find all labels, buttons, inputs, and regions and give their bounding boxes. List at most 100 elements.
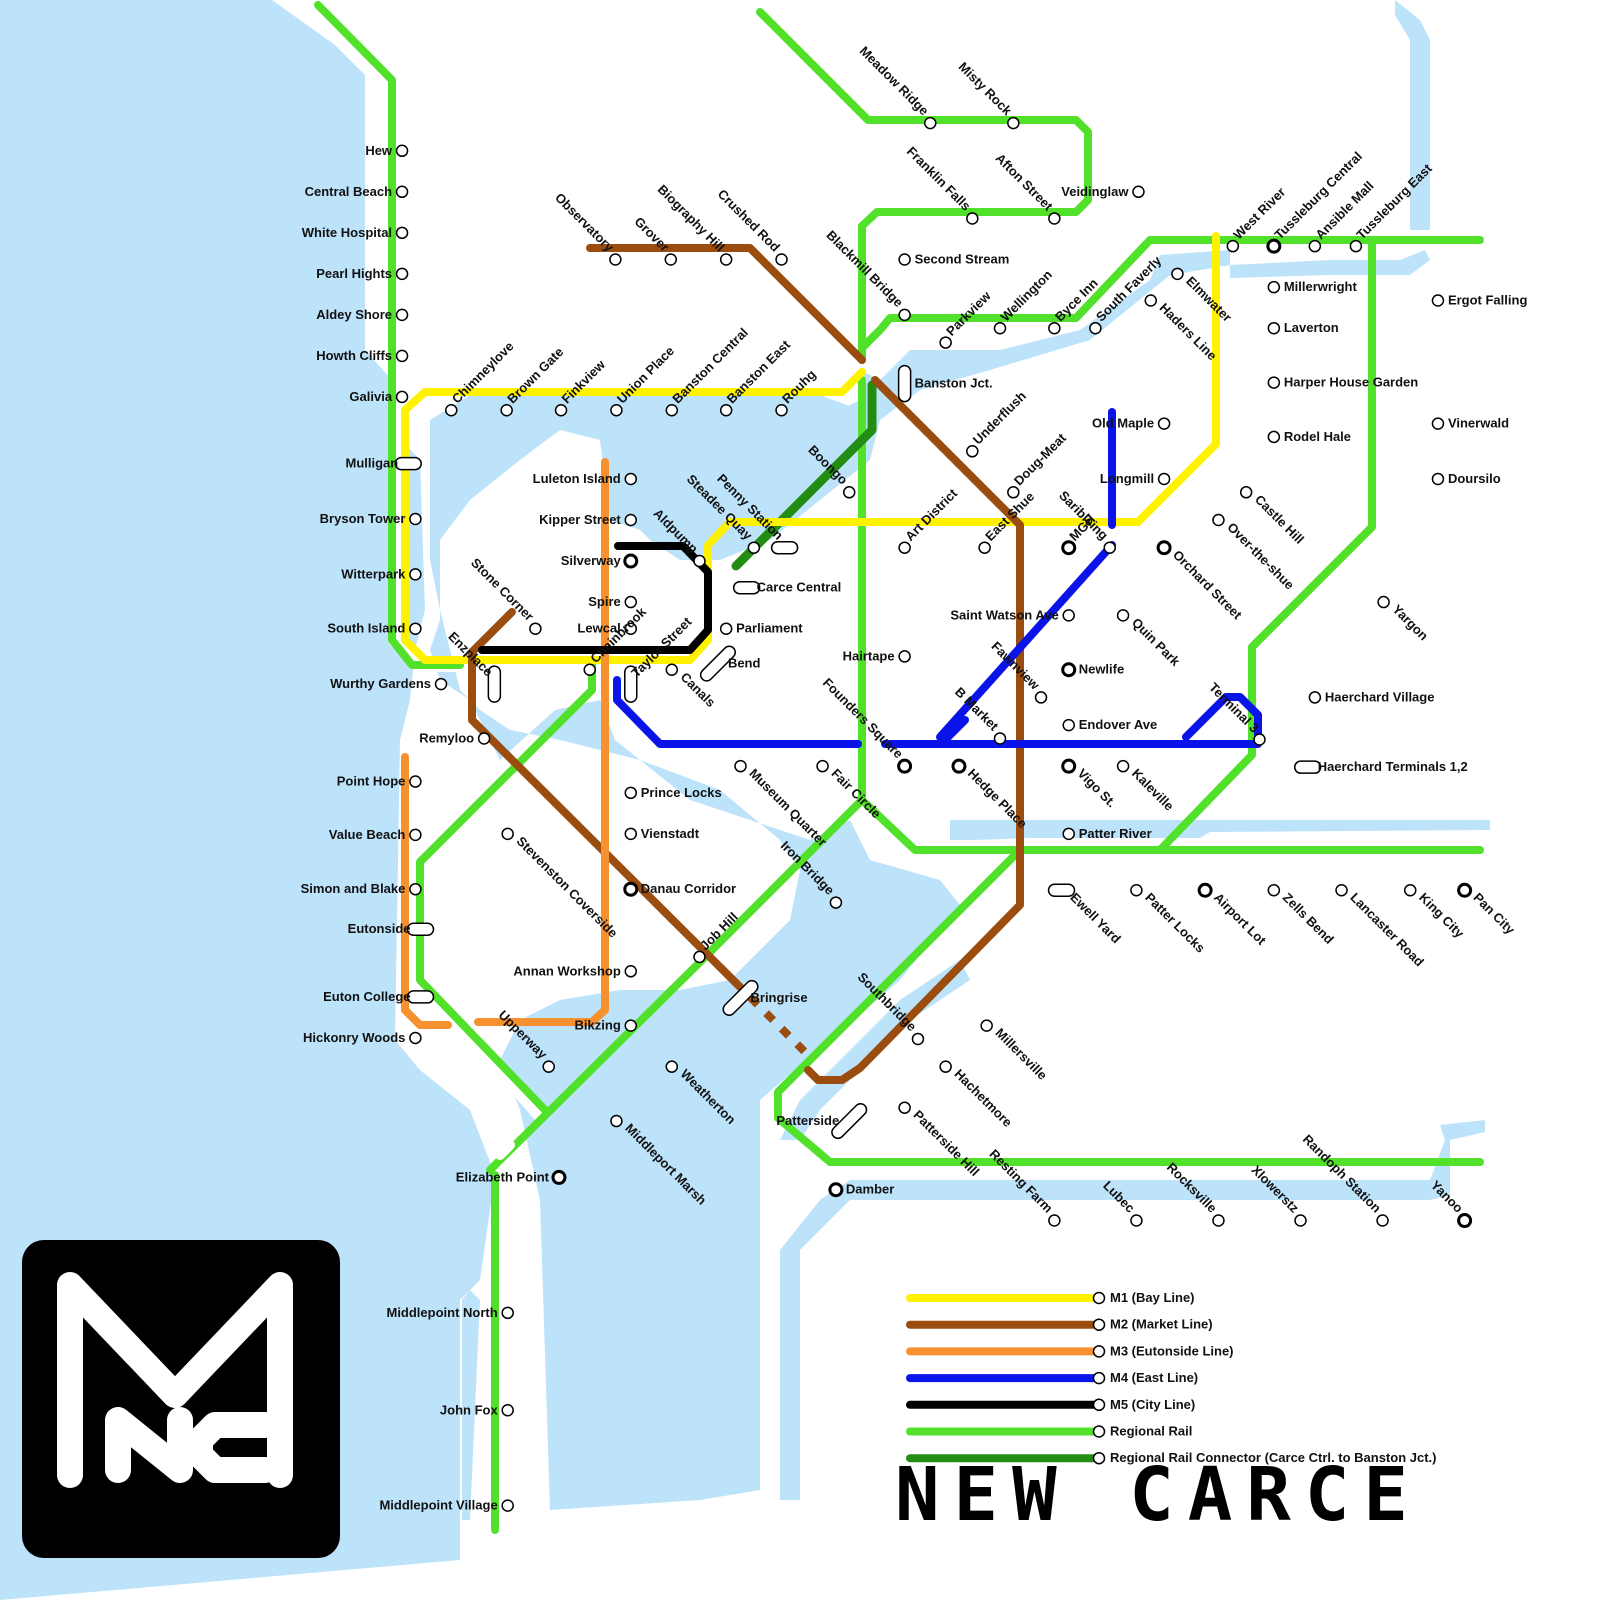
station-endover-ave[interactable] xyxy=(1062,718,1075,732)
station-value-beach[interactable] xyxy=(409,828,422,842)
station-haerchard-village[interactable] xyxy=(1308,691,1322,704)
station-patterside-hill[interactable] xyxy=(898,1101,911,1114)
station-south-island[interactable] xyxy=(409,622,422,635)
station-longmill[interactable] xyxy=(1157,472,1171,486)
station-tussleburg-east[interactable] xyxy=(1349,239,1363,253)
station-chimneylove[interactable] xyxy=(445,404,458,417)
station-newlife[interactable] xyxy=(1061,662,1077,678)
station-annan-workshop[interactable] xyxy=(624,965,638,978)
station-museum-quarter[interactable] xyxy=(734,759,747,773)
station-zells-bend[interactable] xyxy=(1267,884,1281,897)
station-silverway[interactable] xyxy=(623,553,639,569)
station-afton-street[interactable] xyxy=(1048,212,1061,225)
station-blackmill-bridge[interactable] xyxy=(898,308,911,322)
station-veidinglaw[interactable] xyxy=(1132,185,1145,199)
station-haerchard-terminals-1-2[interactable] xyxy=(1293,760,1322,774)
station-witterpark[interactable] xyxy=(409,568,422,581)
station-saribleing[interactable] xyxy=(1103,541,1116,554)
station-byce-inn[interactable] xyxy=(1048,321,1061,335)
station-banston-east[interactable] xyxy=(719,404,733,417)
station-doursilo[interactable] xyxy=(1431,472,1445,486)
station-finkview[interactable] xyxy=(554,404,568,417)
station-resting-farm[interactable] xyxy=(1048,1214,1061,1227)
station-art-district[interactable] xyxy=(898,541,911,554)
station-brown-gate[interactable] xyxy=(500,404,513,417)
station-elizabeth-point[interactable] xyxy=(551,1169,567,1185)
station-luleton-island[interactable] xyxy=(624,472,638,486)
station-airport-lot[interactable] xyxy=(1197,882,1213,898)
station-doug-meat[interactable] xyxy=(1007,486,1020,499)
station-lancaster-road[interactable] xyxy=(1335,884,1348,897)
station-crushed-rod[interactable] xyxy=(775,253,788,266)
station-damber[interactable] xyxy=(828,1182,844,1198)
station-bringrise[interactable] xyxy=(721,978,761,1018)
station-quin-park[interactable] xyxy=(1116,609,1130,622)
station-hairtape[interactable] xyxy=(898,650,911,663)
station-danau-corridor[interactable] xyxy=(623,881,639,897)
station-patterside[interactable] xyxy=(829,1101,869,1141)
station-harper-house-garden[interactable] xyxy=(1267,376,1281,389)
station-boongo[interactable] xyxy=(842,486,856,499)
station-banston-central[interactable] xyxy=(665,404,679,417)
station-franklin-falls[interactable] xyxy=(966,212,979,225)
station-wellington[interactable] xyxy=(993,321,1007,335)
station-aldey-shore[interactable] xyxy=(395,308,409,322)
station-millerwright[interactable] xyxy=(1267,280,1281,294)
station-chainbrook[interactable] xyxy=(583,663,596,676)
station-canals[interactable] xyxy=(665,663,679,676)
station-elmwater[interactable] xyxy=(1171,267,1184,281)
station-meadow-ridge[interactable] xyxy=(924,116,937,130)
station-prince-locks[interactable] xyxy=(624,786,638,800)
station-penny-station[interactable] xyxy=(770,540,799,555)
station-steadee-quay[interactable] xyxy=(747,541,761,554)
station-xlowerstz[interactable] xyxy=(1294,1214,1307,1227)
station-iron-bridge[interactable] xyxy=(829,896,843,909)
station-misty-rock[interactable] xyxy=(1007,116,1020,130)
station-fair-circle[interactable] xyxy=(816,759,829,773)
station-ewell-yard[interactable] xyxy=(1047,883,1076,898)
station-ergot-falling[interactable] xyxy=(1431,294,1445,307)
station-haders-line[interactable] xyxy=(1144,294,1158,307)
station-millersville[interactable] xyxy=(980,1019,993,1032)
station-ansible-mall[interactable] xyxy=(1308,239,1322,253)
station-hedge-place[interactable] xyxy=(951,758,967,774)
station-middlepoint-north[interactable] xyxy=(501,1306,514,1320)
station-middlepoint-village[interactable] xyxy=(501,1499,514,1512)
station-parliament[interactable] xyxy=(719,622,733,635)
station-point-hope[interactable] xyxy=(409,775,422,788)
station-mulligan[interactable] xyxy=(394,456,422,471)
station-castle-hill[interactable] xyxy=(1239,486,1253,499)
station-vigo-st[interactable] xyxy=(1061,758,1077,774)
station-enzplace[interactable] xyxy=(487,665,502,703)
station-kaleville[interactable] xyxy=(1116,759,1130,773)
station-tussleburg-central[interactable] xyxy=(1266,238,1282,254)
station-orchard-street[interactable] xyxy=(1156,540,1172,556)
station-second-stream[interactable] xyxy=(898,253,911,266)
station-lewcal[interactable] xyxy=(624,622,638,635)
station-rouhg[interactable] xyxy=(775,404,788,417)
station-taylor-street[interactable] xyxy=(624,665,638,703)
station-rocksville[interactable] xyxy=(1212,1214,1225,1227)
station-carce-central[interactable] xyxy=(732,580,761,595)
station-yargon[interactable] xyxy=(1377,595,1390,609)
station-hickonry-woods[interactable] xyxy=(409,1031,422,1045)
station-kipper-street[interactable] xyxy=(624,513,638,527)
station-banston-jct[interactable] xyxy=(897,364,912,403)
station-bikzing[interactable] xyxy=(624,1019,638,1032)
station-over-the-shue[interactable] xyxy=(1212,513,1225,527)
station-pearl-hights[interactable] xyxy=(395,267,409,281)
station-southbridge[interactable] xyxy=(911,1032,925,1046)
station-union-place[interactable] xyxy=(610,404,623,417)
station-bryson-tower[interactable] xyxy=(409,512,422,526)
station-weatherton[interactable] xyxy=(665,1060,679,1073)
station-remyloo[interactable] xyxy=(477,732,491,745)
station-south-faverly[interactable] xyxy=(1089,321,1102,335)
station-east-shue[interactable] xyxy=(978,541,991,554)
station-spire[interactable] xyxy=(624,595,638,609)
station-wurthy-gardens[interactable] xyxy=(434,677,448,691)
station-white-hospital[interactable] xyxy=(395,226,409,240)
station-vienstadt[interactable] xyxy=(624,827,638,841)
station-observatory[interactable] xyxy=(609,253,622,266)
station-simon-and-blake[interactable] xyxy=(409,882,422,896)
station-rodel-hale[interactable] xyxy=(1267,430,1281,444)
